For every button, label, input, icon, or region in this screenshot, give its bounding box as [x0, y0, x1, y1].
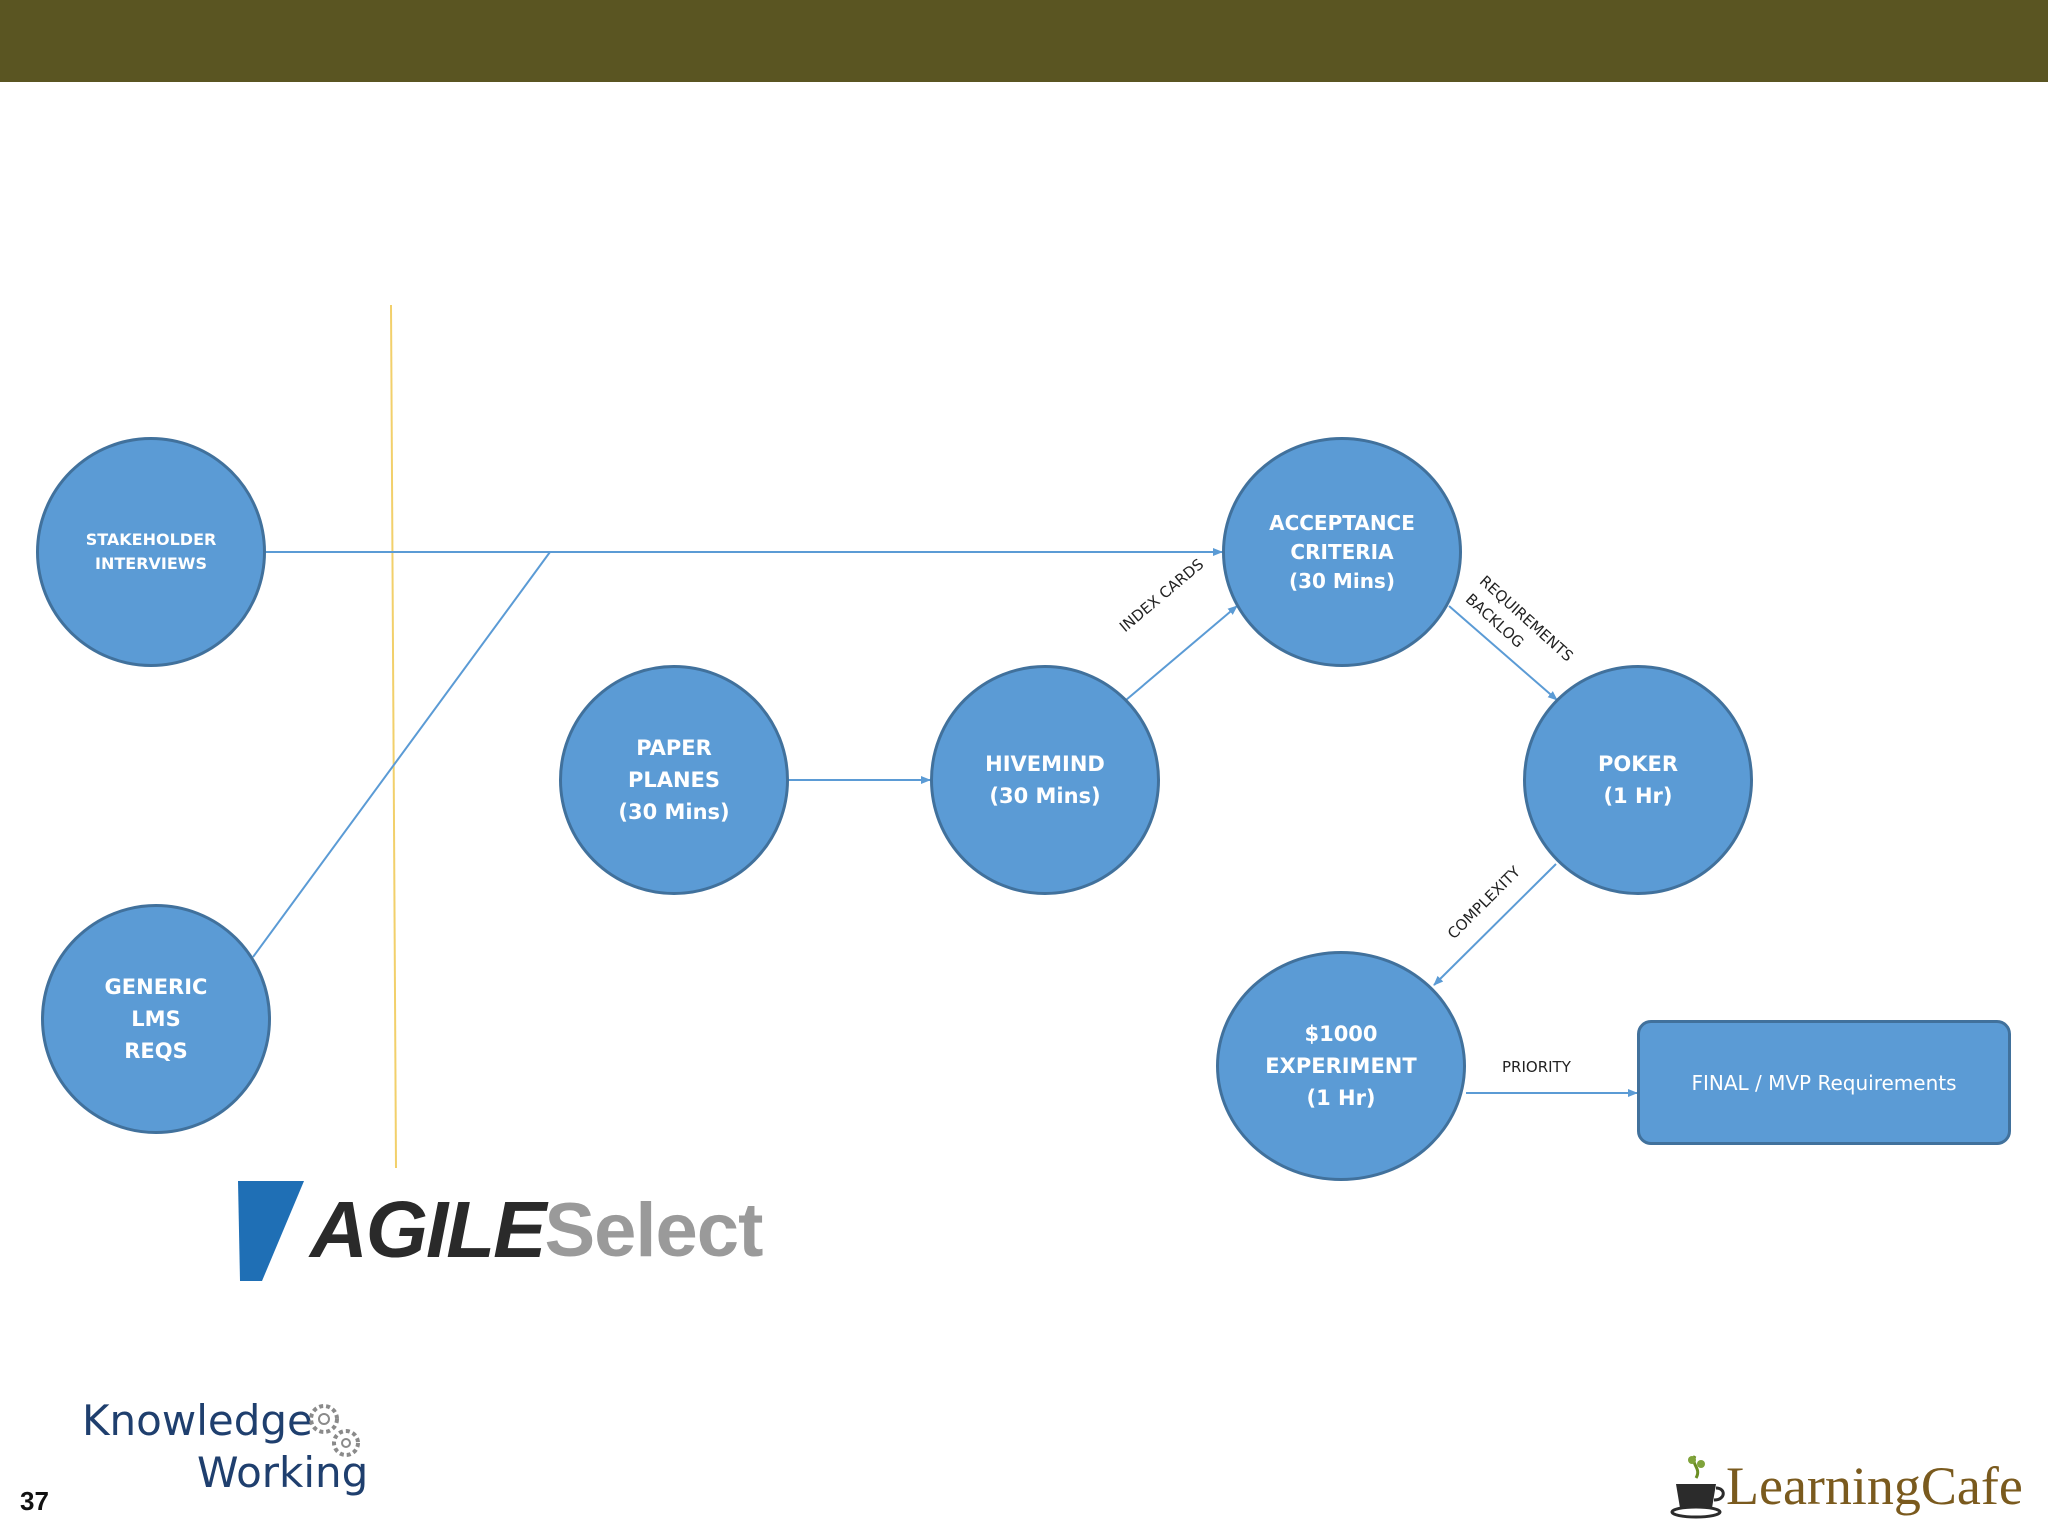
node-generic-line-1: GENERIC — [104, 975, 208, 999]
node-poker: POKER (1 Hr) — [1523, 665, 1753, 895]
node-generic-lms-reqs: GENERIC LMS REQS — [41, 904, 271, 1134]
node-experiment-line-3: (1 Hr) — [1306, 1086, 1376, 1110]
edge-generic-merge — [252, 551, 551, 958]
agileselect-text-select: Select — [544, 1187, 763, 1273]
node-stakeholder-line-1: STAKEHOLDER — [85, 530, 217, 549]
knowledge-working-line-2: Working — [197, 1448, 369, 1497]
learningcafe-text: LearningCafe — [1726, 1456, 2023, 1516]
knowledge-working-logo: Knowledge Working — [82, 1395, 368, 1499]
node-acceptance-line-3: (30 Mins) — [1289, 568, 1395, 593]
header-bar — [0, 0, 2048, 82]
node-acceptance-line-1: ACCEPTANCE — [1269, 510, 1415, 535]
node-final-label: FINAL / MVP Requirements — [1691, 1070, 1957, 1095]
node-stakeholder-interviews: STAKEHOLDER INTERVIEWS — [36, 437, 266, 667]
node-final-mvp-requirements: FINAL / MVP Requirements — [1637, 1020, 2011, 1145]
node-paper-line-3: (30 Mins) — [618, 800, 730, 824]
node-poker-line-1: POKER — [1597, 752, 1679, 776]
agileselect-text-agile: AGILE — [310, 1185, 546, 1274]
agileselect-mark-icon — [238, 1181, 304, 1281]
node-generic-line-3: REQS — [124, 1039, 188, 1063]
node-paper-line-2: PLANES — [627, 768, 721, 792]
node-hivemind-line-1: HIVEMIND — [985, 752, 1105, 776]
node-experiment-line-1: $1000 — [1304, 1022, 1378, 1046]
knowledge-working-line-1: Knowledge — [82, 1396, 313, 1445]
edge-acceptance-poker — [1448, 605, 1558, 701]
page-number: 37 — [20, 1486, 49, 1516]
coffee-cup-icon — [1670, 1455, 1725, 1519]
edge-poker-experiment — [1433, 863, 1557, 986]
node-stakeholder-line-2: INTERVIEWS — [95, 554, 207, 573]
edge-label-priority: PRIORITY — [1502, 1058, 1571, 1076]
node-acceptance-criteria: ACCEPTANCE CRITERIA (30 Mins) — [1222, 437, 1462, 667]
edge-hivemind-acceptance — [1125, 605, 1238, 701]
gears-icon — [309, 1404, 360, 1457]
node-paper-planes: PAPER PLANES (30 Mins) — [559, 665, 789, 895]
node-acceptance-line-2: CRITERIA — [1290, 539, 1394, 564]
node-hivemind-line-2: (30 Mins) — [989, 784, 1101, 808]
node-paper-line-1: PAPER — [636, 736, 712, 760]
node-experiment-line-2: EXPERIMENT — [1265, 1054, 1417, 1078]
divider-line — [390, 304, 397, 1169]
node-hivemind: HIVEMIND (30 Mins) — [930, 665, 1160, 895]
learningcafe-logo: LearningCafe — [1668, 1452, 2023, 1520]
node-poker-line-2: (1 Hr) — [1603, 784, 1673, 808]
node-generic-line-2: LMS — [131, 1007, 181, 1031]
